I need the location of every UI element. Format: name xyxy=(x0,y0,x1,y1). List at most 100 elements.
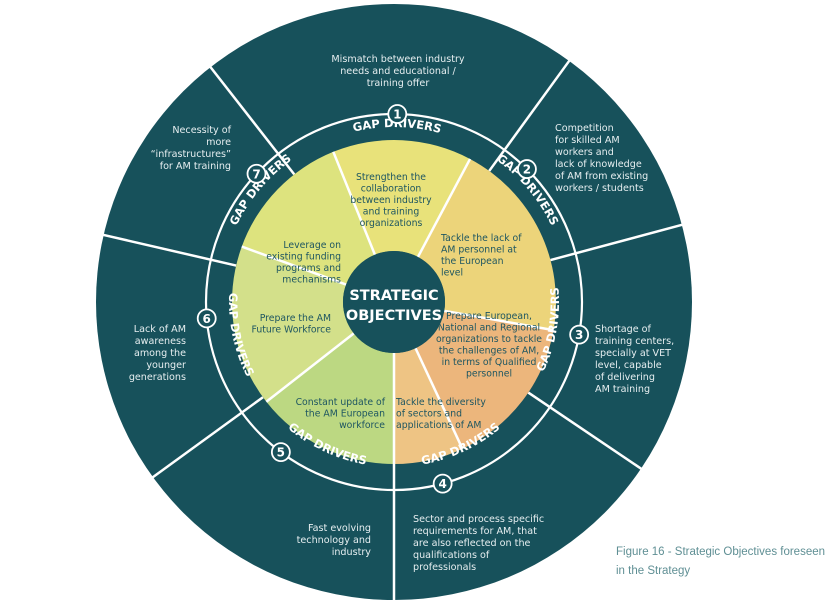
driver-number-badge xyxy=(517,159,537,179)
gap-driver-text: lack of knowledge xyxy=(555,159,642,170)
gap-drivers-label: GAP DRIVERS xyxy=(351,116,443,136)
objective-text: Leverage on xyxy=(283,240,341,251)
driver-number: 3 xyxy=(575,328,583,342)
gap-driver-text: Shortage of xyxy=(595,324,652,335)
center-title-line1: STRATEGIC xyxy=(349,288,438,304)
gap-driver-text: training offer xyxy=(367,78,430,89)
objective-text: workforce xyxy=(339,420,385,431)
objective-wedge xyxy=(266,333,394,464)
outer-divider-line xyxy=(488,56,573,172)
caption-line-1: Figure 16 - Strategic Objectives foresee… xyxy=(616,546,826,558)
objective-text: Future Workforce xyxy=(251,325,331,336)
outer-divider-line xyxy=(207,63,296,176)
driver-number-badge xyxy=(569,324,590,345)
gap-driver-text: of AM from existing xyxy=(555,171,648,182)
gap-driver-text: AM training xyxy=(595,384,650,395)
gap-driver-text: “infrastructures” xyxy=(151,149,231,160)
objective-text: organizations to tackle xyxy=(436,334,542,345)
gap-driver-text: workers and xyxy=(555,147,614,158)
objective-text: collaboration xyxy=(361,184,422,195)
outer-divider-line xyxy=(99,232,237,267)
objective-text: the AM European xyxy=(305,409,385,420)
objective-divider-line xyxy=(332,151,377,256)
objective-text: level xyxy=(441,268,463,279)
objective-text: Prepare European, xyxy=(446,311,532,322)
gap-driver-text: awareness xyxy=(135,336,186,347)
driver-number: 1 xyxy=(393,108,401,122)
objective-wedge xyxy=(415,310,554,449)
gap-driver-text: professionals xyxy=(413,562,476,573)
outer-divider-line xyxy=(527,391,646,472)
gap-driver-text: requirements for AM, that xyxy=(413,526,537,537)
objective-text: Tackle the lack of xyxy=(440,233,522,244)
gap-driver-badges: 1 2 3 4 5 6 7 xyxy=(196,104,590,494)
objective-wedge xyxy=(394,348,463,464)
gap-driver-text: for AM training xyxy=(160,161,231,172)
objective-wedge xyxy=(417,158,556,331)
gap-driver-text: Necessity of xyxy=(172,125,231,136)
objective-divider-line xyxy=(416,158,472,258)
objective-text: existing funding xyxy=(266,252,341,263)
driver-number: 4 xyxy=(438,477,446,491)
objective-text: Constant update of xyxy=(296,397,386,408)
objective-text: Strengthen the xyxy=(356,172,426,183)
objective-wedge xyxy=(333,139,471,257)
driver-number: 5 xyxy=(277,446,285,460)
objective-divider-line xyxy=(414,347,464,450)
gap-driver-text: are also reflected on the xyxy=(413,538,531,549)
objective-divider-line xyxy=(241,245,347,286)
objective-text: mechanisms xyxy=(282,275,341,286)
gap-driver-text: Mismatch between industry xyxy=(331,54,464,65)
driver-number: 2 xyxy=(523,163,531,177)
gap-driver-text: Lack of AM xyxy=(134,324,186,335)
objective-text: National and Regional xyxy=(438,323,540,334)
gap-driver-text: more xyxy=(206,137,231,148)
gap-driver-text: of delivering xyxy=(595,372,655,383)
objective-text: Tackle the diversity xyxy=(395,397,486,408)
gap-driver-text: specially at VET xyxy=(595,348,671,359)
driver-number-badge xyxy=(196,308,217,329)
gap-driver-text: among the xyxy=(134,348,186,359)
objective-text: between industry xyxy=(350,195,432,206)
center-title-line2: OBJECTIVES xyxy=(346,308,442,324)
driver-number-badge xyxy=(387,104,408,124)
objective-wedge xyxy=(241,151,375,285)
objective-text: personnel xyxy=(466,369,512,380)
driver-number-badge xyxy=(246,163,267,184)
caption-line-2: in the Strategy xyxy=(616,565,691,577)
outer-divider-line xyxy=(550,222,687,262)
gap-driver-text: technology and xyxy=(297,535,371,546)
gap-driver-text: Fast evolving xyxy=(308,523,371,534)
objective-text: organizations xyxy=(360,218,423,229)
gap-driver-text: level, capable xyxy=(595,360,662,371)
center-hub: STRATEGIC OBJECTIVES xyxy=(343,251,445,353)
objectives-disk xyxy=(232,139,556,464)
gap-driver-text: Sector and process specific xyxy=(413,514,544,525)
objective-text: AM personnel at xyxy=(441,245,517,256)
gap-driver-text: industry xyxy=(332,547,372,558)
objective-text: applications of AM xyxy=(396,420,481,431)
objective-wedge xyxy=(232,246,354,402)
gap-driver-text: qualifications of xyxy=(413,550,490,561)
gap-driver-text: generations xyxy=(129,372,186,383)
objective-divider-line xyxy=(265,332,355,403)
gap-driver-text: training centers, xyxy=(595,336,674,347)
objective-text: the European xyxy=(441,256,504,267)
driver-number: 6 xyxy=(203,312,211,326)
gap-driver-text: workers / students xyxy=(555,183,644,194)
objective-text: Prepare the AM xyxy=(260,313,331,324)
gap-driver-text: needs and educational / xyxy=(340,66,456,77)
objective-text: programs and xyxy=(276,263,341,274)
gap-driver-text: for skilled AM xyxy=(555,135,620,146)
objective-text: the challenges of AM, xyxy=(439,346,539,357)
driver-number: 7 xyxy=(252,167,260,181)
objective-text: in terms of Qualified xyxy=(442,357,537,368)
gap-driver-text: younger xyxy=(146,360,186,371)
figure-caption: Figure 16 - Strategic Objectives foresee… xyxy=(616,543,830,581)
gap-driver-text: Competition xyxy=(555,123,614,134)
objective-divider-line xyxy=(444,309,554,332)
objective-text: and training xyxy=(363,207,420,218)
